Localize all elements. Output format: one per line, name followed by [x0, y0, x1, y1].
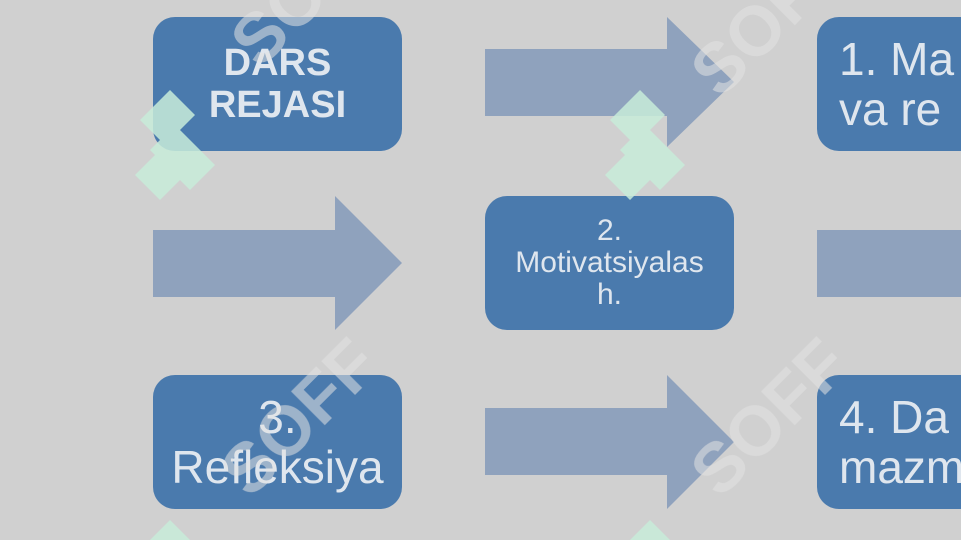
step-1-box: 1. Ma va re: [817, 17, 961, 151]
arrow-shape-row3: [485, 375, 734, 509]
lesson-plan-title-box: DARS REJASI: [153, 17, 402, 151]
arrow-shape-row1: [485, 17, 734, 147]
step-3-box: 3. Refleksiya: [153, 375, 402, 509]
arrow-shape-row2-left: [153, 196, 402, 330]
arrow-shape-row2-right: [817, 230, 961, 297]
step-4-box: 4. Da mazm: [817, 375, 961, 509]
step-2-box: 2. Motivatsiyalas h.: [485, 196, 734, 330]
